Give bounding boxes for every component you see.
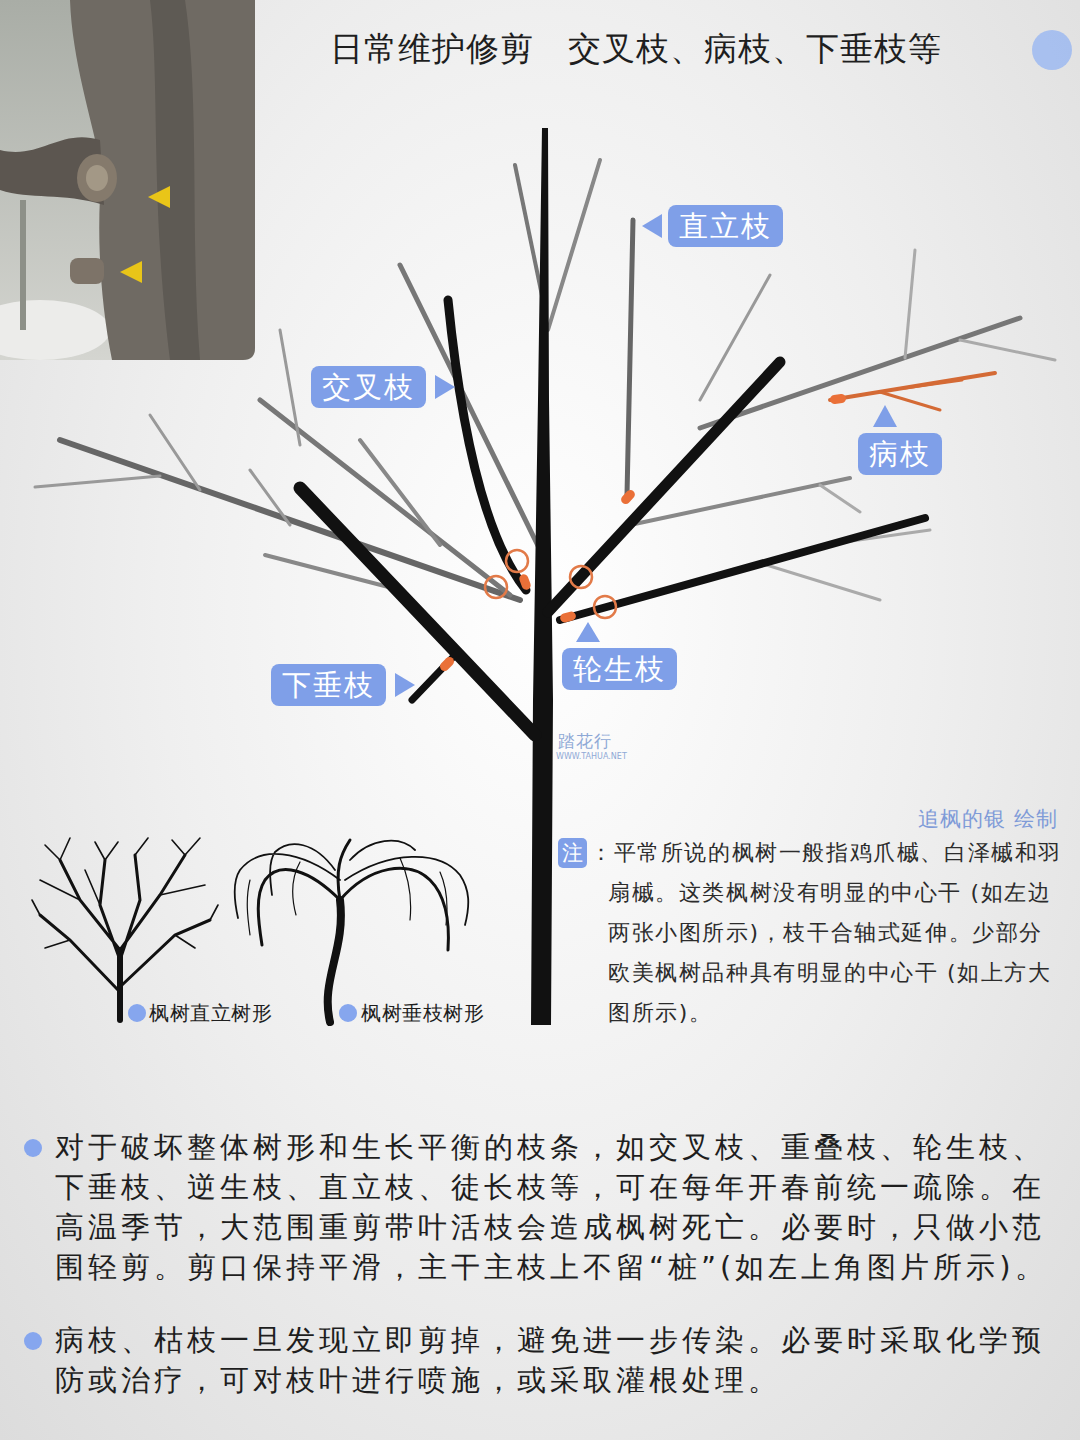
diseased-branch (905, 380, 962, 388)
bark-photo (77, 154, 117, 202)
main-branch (300, 300, 925, 735)
bark-photo (120, 261, 142, 283)
bark-photo (70, 258, 104, 284)
grey-branch (905, 250, 915, 358)
title-dot (1032, 30, 1072, 70)
branch-tag: 轮生枝 (562, 648, 677, 690)
tag-text: 轮生枝 (573, 651, 666, 687)
branch-tag: 交叉枝 (311, 366, 426, 408)
grey-branch (35, 476, 160, 487)
grey-branch (250, 470, 290, 525)
branch-tag: 下垂枝 (271, 664, 386, 706)
grey-branch (400, 265, 545, 560)
main-branch (448, 300, 526, 590)
cut-circle (506, 550, 528, 572)
main-branch (560, 518, 925, 620)
upright-tree (32, 838, 218, 948)
bark-photo (0, 0, 255, 360)
page-title: 日常维护修剪 交叉枝、病枝、下垂枝等 (330, 27, 942, 71)
pointer-triangle (873, 405, 897, 427)
cut-mark (559, 611, 577, 624)
cut-mark (829, 393, 846, 404)
bark-photo (148, 186, 170, 208)
grey-branch (360, 440, 440, 545)
tag-text: 病枝 (869, 436, 931, 472)
note-text: ：平常所说的枫树一般指鸡爪槭、白泽槭和羽扇槭。这类枫树没有明显的中心干 (如左边… (590, 833, 1064, 1033)
body-paragraph: 病枝、枯枝一旦发现立即剪掉，避免进一步传染。必要时采取化学预防或治疗，可对枝叶进… (55, 1320, 1067, 1400)
watermark-url: WWW.TAHUA.NET (556, 752, 627, 762)
main-branch (548, 362, 780, 612)
pointer-triangle (395, 214, 897, 697)
note-tag: 注 (558, 838, 587, 868)
grey-branch (150, 415, 200, 490)
trunk (531, 128, 553, 1025)
cut-circle (485, 576, 507, 598)
bark-photo (0, 300, 110, 360)
body-paragraph: 对于破坏整体树形和生长平衡的枝条，如交叉枝、重叠枝、轮生枝、下垂枝、逆生枝、直立… (55, 1127, 1067, 1287)
cut-mark (438, 655, 456, 673)
branch-tag: 直立枝 (668, 205, 783, 247)
grey-branch (700, 318, 1020, 428)
bark-photo (150, 0, 200, 360)
grey-branch (960, 340, 1055, 360)
cut-circle (570, 566, 592, 588)
pointer-triangle (435, 375, 455, 399)
cut-circle (594, 596, 616, 618)
bullet-dot (24, 1332, 42, 1350)
caption-text: 枫树直立树形 (149, 998, 272, 1028)
bullet-dot (128, 1004, 146, 1022)
pointer-triangle (576, 622, 600, 642)
main-branch (412, 652, 458, 700)
diseased-branch (880, 392, 940, 410)
watermark: 踏花行 (558, 731, 612, 751)
diseased-branch (830, 373, 995, 410)
bullet-dot (24, 1139, 42, 1157)
bullet-dot (339, 1004, 357, 1022)
grey-branch (760, 563, 880, 600)
cut-mark (518, 573, 532, 591)
cut-mark (438, 393, 846, 672)
diseased-branch (830, 373, 995, 400)
weeping-tree (235, 841, 469, 925)
weeping-tree (235, 840, 469, 1022)
weeping-tree (328, 900, 341, 1022)
upright-tree (32, 838, 218, 1020)
tag-text: 下垂枝 (282, 667, 375, 703)
bark-photo (86, 165, 108, 191)
grey-branch (627, 220, 633, 495)
upright-tree (40, 915, 210, 990)
bark-photo (20, 200, 26, 330)
grey-branch (60, 440, 520, 600)
credit-text: 追枫的银 绘制 (918, 804, 1058, 834)
pointer-triangle (395, 673, 415, 697)
grey-branch (820, 485, 860, 512)
weeping-tree (247, 858, 447, 935)
caption-text: 枫树垂枝树形 (361, 998, 484, 1028)
bark-photo (70, 0, 255, 360)
cut-circle (485, 550, 616, 618)
pointer-triangle (642, 214, 662, 238)
grey-branch (548, 160, 600, 330)
grey-branch (280, 330, 300, 445)
tag-text: 交叉枝 (322, 369, 415, 405)
tag-text: 注 (562, 840, 583, 866)
branch-tag: 病枝 (858, 433, 942, 475)
tag-text: 直立枝 (679, 208, 772, 244)
cut-mark (619, 488, 636, 506)
